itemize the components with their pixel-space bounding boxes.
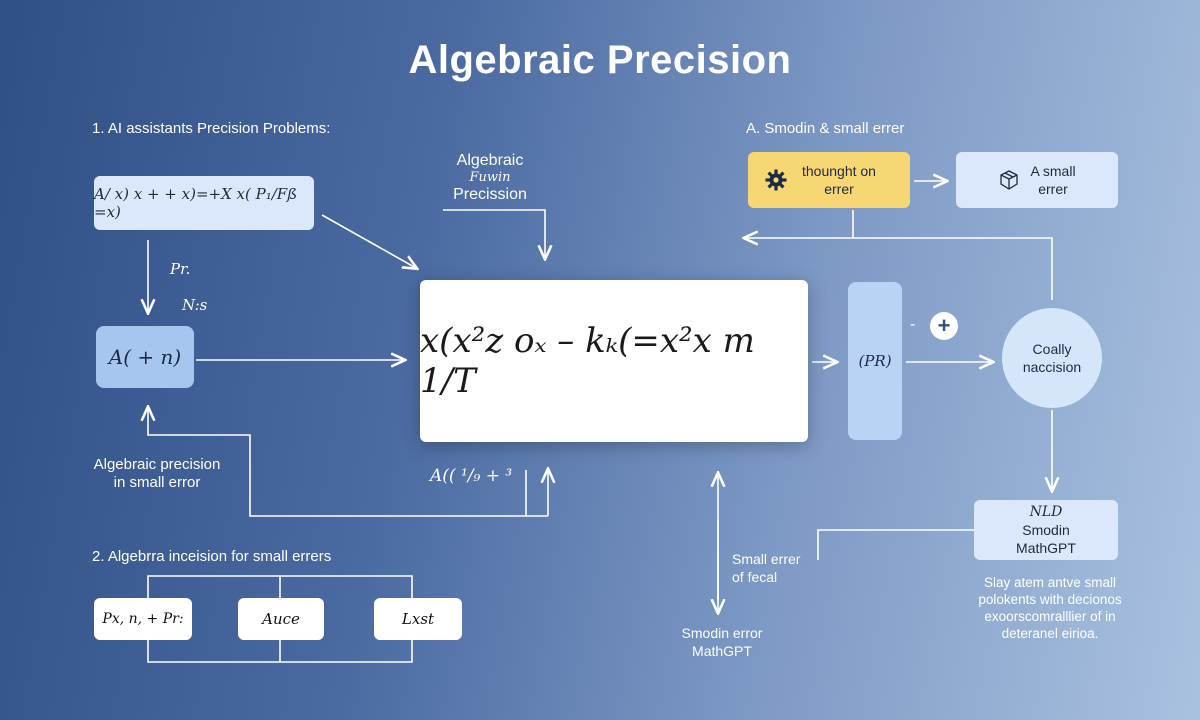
small-error-box-line-2: errer (1038, 181, 1068, 197)
small-formula: A(( ¹/₉ + ³ (430, 466, 513, 486)
section-1-heading: 1. AI assistants Precision Problems: (92, 120, 331, 137)
precision-circle[interactable]: Coally naccision (1002, 308, 1102, 408)
smodin-bottom-label: Smodin error MathGPT (664, 624, 780, 660)
small-errer-line-2: of fecal (732, 569, 778, 585)
thought-box-line-1: thounght on (802, 163, 876, 179)
bottom-box-3[interactable]: Lxst (374, 598, 462, 640)
bottom-box-1[interactable]: Px, n, + Pr: (94, 598, 192, 640)
thought-box-text: thounght on errer (802, 162, 876, 198)
small-errer-line-1: Small errer (732, 551, 801, 567)
ns-label: N:s (182, 296, 208, 314)
section-2-heading: 2. Algebrra inceision for small errers (92, 548, 332, 565)
section-a-heading: A. Smodin & small errer (746, 120, 905, 137)
equation-box[interactable]: A/ x) x + + x)=+X x( P₁/Fß =x) (94, 176, 314, 230)
center-formula-box[interactable]: x(x²z oₓ – kₖ(=x²x m 1/T (420, 280, 808, 442)
left-bottom-label-line-1: Algebraic precision (93, 456, 221, 473)
small-errer-label: Small errer of fecal (732, 550, 800, 586)
cube-icon (998, 169, 1020, 191)
smodin-bottom-line-1: Smodin error (681, 625, 763, 641)
pr-box[interactable]: (PR) (848, 282, 902, 440)
right-desc-line-1: Slay atem antve small (983, 575, 1117, 590)
small-error-box-text: A small errer (1030, 162, 1075, 198)
right-desc-line-3: exoorscomralllier of in (984, 609, 1116, 624)
nld-box[interactable]: NLD Smodin MathGPT (974, 500, 1118, 560)
smodin-bottom-line-2: MathGPT (692, 643, 752, 659)
right-desc-line-2: polokents with decionos (978, 592, 1122, 607)
right-description: Slay atem antve small polokents with dec… (948, 574, 1152, 642)
top-center-label-line-2: Fuwin (469, 170, 511, 185)
left-bottom-label-line-2: in small error (113, 474, 201, 491)
bottom-box-2[interactable]: Auce (238, 598, 324, 640)
circle-label-line-1: Coally (1032, 341, 1072, 357)
left-bottom-label: Algebraic precision in small error (82, 456, 232, 492)
minus-sign: - (910, 316, 916, 333)
nld-box-line-1: NLD (1029, 504, 1063, 520)
top-center-label: Algebraic Fuwin Precission (440, 152, 540, 203)
nld-box-line-2: Smodin (1022, 522, 1070, 538)
nld-box-line-3: MathGPT (1016, 540, 1076, 556)
right-desc-line-4: deteranel eirioa. (1001, 626, 1099, 641)
pr-label: Pr. (170, 260, 191, 278)
small-error-box[interactable]: A small errer (956, 152, 1118, 208)
small-error-box-line-1: A small (1030, 163, 1076, 179)
top-center-label-line-3: Precission (453, 186, 527, 203)
gear-icon (764, 168, 788, 192)
page-title: Algebraic Precision (408, 38, 792, 82)
thought-box[interactable]: thounght on errer (748, 152, 910, 208)
circle-label-line-2: naccision (1022, 359, 1082, 375)
a-box[interactable]: A( + n) (96, 326, 194, 388)
top-center-label-line-1: Algebraic (456, 152, 524, 169)
plus-button[interactable]: + (930, 312, 958, 340)
thought-box-line-2: errer (824, 181, 854, 197)
